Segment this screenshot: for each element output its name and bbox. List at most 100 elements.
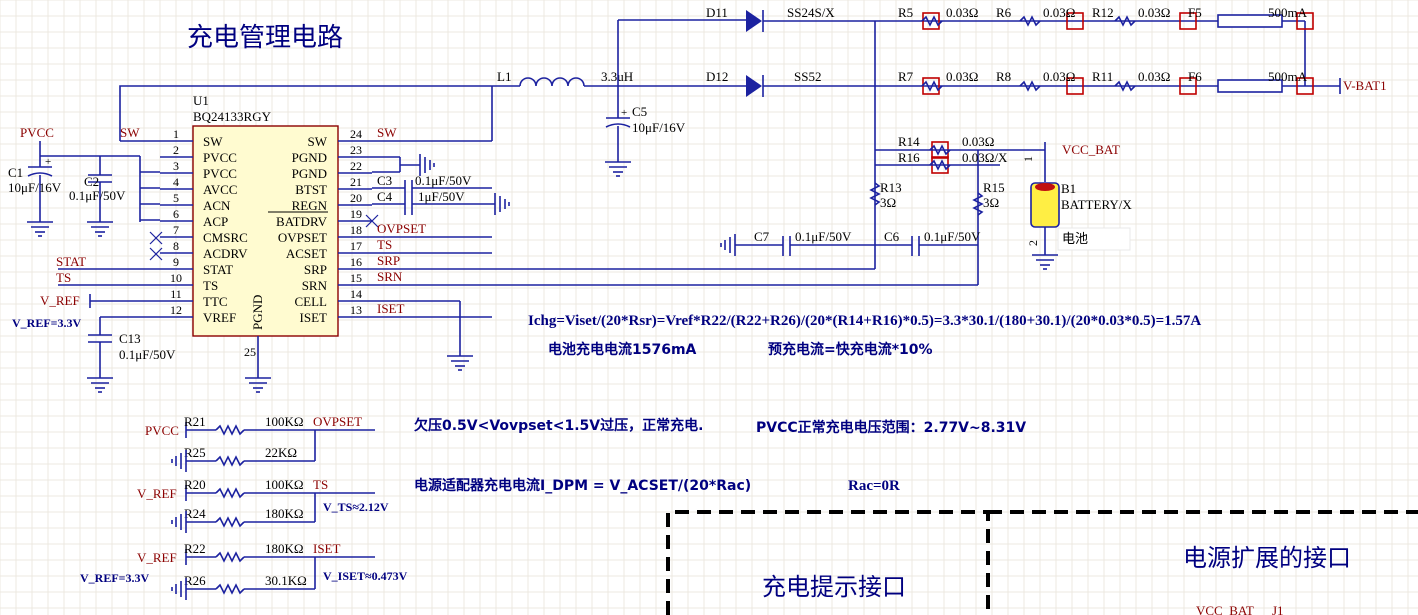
diode-d12[interactable] (746, 75, 875, 97)
divider-ovpset[interactable] (185, 422, 375, 467)
c3-val: 0.1μF/50V (415, 173, 472, 188)
right-wiring (365, 86, 978, 356)
ic-pin-name: AVCC (203, 182, 237, 197)
ic-pin-name: REGN (292, 198, 328, 213)
net-sw-right: SW (377, 125, 397, 140)
ic-pin-number: 1 (173, 127, 179, 141)
c6-ref: C6 (884, 229, 900, 244)
ic-pin-number: 8 (173, 239, 179, 253)
l1-val: 3.3uH (601, 69, 633, 84)
ic-part: BQ24133RGY (193, 109, 272, 124)
ic-pin-name: PGND (292, 150, 327, 165)
ic-pin-number: 10 (170, 271, 182, 285)
ic-pin-name: ACN (203, 198, 231, 213)
c2-val: 0.1μF/50V (69, 188, 126, 203)
resistor-r15[interactable] (972, 165, 984, 285)
ground-icon (87, 377, 113, 393)
ic-pin-number: 22 (350, 159, 362, 173)
r22-val: 180KΩ (265, 541, 304, 556)
ic-pin-name: ISET (300, 310, 328, 325)
divider-iset[interactable] (185, 549, 375, 595)
ground-icon (1032, 254, 1058, 270)
ic-pin-number: 4 (173, 175, 179, 189)
ic-pin-name: ACSET (286, 246, 327, 261)
net-stat: STAT (56, 254, 86, 269)
r5-ref: R5 (898, 5, 913, 20)
net-vref-val: V_REF=3.3V (12, 316, 82, 330)
ic-pin25: 25 (244, 345, 256, 359)
capacitor-c7[interactable] (735, 236, 912, 256)
r20-ref: R20 (184, 477, 206, 492)
f6-val: 500mA (1268, 69, 1308, 84)
b1-val: BATTERY/X (1061, 197, 1132, 212)
divider-ts[interactable] (185, 485, 375, 528)
note-ovp: 欠压0.5V<Vovpset<1.5V过压，正常充电. (414, 417, 703, 434)
ic-pin-name: TTC (203, 294, 228, 309)
net-j1: J1 (1272, 603, 1284, 615)
b1-pin1: 1 (1021, 156, 1035, 162)
ic-pin-number: 13 (350, 303, 362, 317)
note-charge-current: 电池充电电流1576mA (548, 341, 697, 358)
ground-icon (419, 154, 435, 176)
net-iset: ISET (377, 301, 405, 316)
capacitor-c13[interactable] (88, 334, 112, 378)
svg-text:+: + (45, 156, 51, 168)
fuse-symbol[interactable] (1217, 79, 1283, 93)
r8-val: 0.03Ω (1043, 69, 1075, 84)
b1-name: 电池 (1062, 232, 1088, 247)
r15-ref: R15 (983, 180, 1005, 195)
capacitor-c6[interactable] (911, 236, 978, 256)
d12-val: SS52 (794, 69, 821, 84)
ic-pin-name: CELL (295, 294, 328, 309)
capacitor-c2[interactable] (88, 174, 112, 222)
r8-ref: R8 (996, 69, 1011, 84)
r7-ref: R7 (898, 69, 914, 84)
r6-val: 0.03Ω (1043, 5, 1075, 20)
diode-d11[interactable] (746, 10, 875, 32)
fuse-symbol[interactable] (1217, 14, 1283, 28)
ic-pin-name: PGND (292, 166, 327, 181)
net-ovpset: OVPSET (377, 221, 426, 236)
note-dpm: 电源适配器充电电流I_DPM = V_ACSET/(20*Rac) (414, 477, 751, 494)
resistor-symbol[interactable] (1019, 80, 1041, 92)
capacitor-c5[interactable]: + (605, 19, 746, 162)
ic-pin-name: STAT (203, 262, 233, 277)
resistor-symbol[interactable] (1114, 80, 1136, 92)
c1-val: 10μF/16V (8, 180, 62, 195)
resistor-symbol[interactable] (921, 80, 943, 92)
ground-icon (171, 450, 187, 472)
ic-pin-name: SW (203, 134, 223, 149)
r7-val: 0.03Ω (946, 69, 978, 84)
battery-b1[interactable] (1030, 182, 1060, 255)
ground-icon (605, 161, 631, 177)
ic-pin-number: 9 (173, 255, 179, 269)
net-vref-val2: V_REF=3.3V (80, 571, 150, 585)
net-vts: V_TS≈2.12V (323, 500, 389, 514)
ground-icon (171, 511, 187, 533)
ic-pin-number: 20 (350, 191, 362, 205)
d12-ref: D12 (706, 69, 728, 84)
ic-pin-name: BATDRV (276, 214, 328, 229)
resistor-r13[interactable] (869, 182, 881, 206)
capacitor-c1[interactable]: + (27, 156, 53, 222)
r13-val: 3Ω (880, 195, 896, 210)
inductor-l1[interactable] (492, 77, 746, 87)
resistor-symbol[interactable] (1114, 15, 1136, 27)
r21-ref: R21 (184, 414, 206, 429)
net-iset2: ISET (313, 541, 341, 556)
ic-pin-name: SW (308, 134, 328, 149)
resistor-symbol[interactable] (1019, 15, 1041, 27)
note-precharge: 预充电流=快充电流*10% (768, 341, 933, 358)
resistors-r14-r16[interactable] (875, 142, 1046, 182)
resistor-symbol[interactable] (921, 15, 943, 27)
r26-val: 30.1KΩ (265, 573, 307, 588)
r15-val: 3Ω (983, 195, 999, 210)
r16-ref: R16 (898, 150, 920, 165)
ic-pin-number: 6 (173, 207, 179, 221)
net-vcc-bat2: VCC_BAT (1196, 603, 1254, 615)
ic-pin-number: 12 (170, 303, 182, 317)
ic-pin-number: 5 (173, 191, 179, 205)
net-vref2: V_REF (137, 486, 177, 501)
d11-val: SS24S/X (787, 5, 835, 20)
